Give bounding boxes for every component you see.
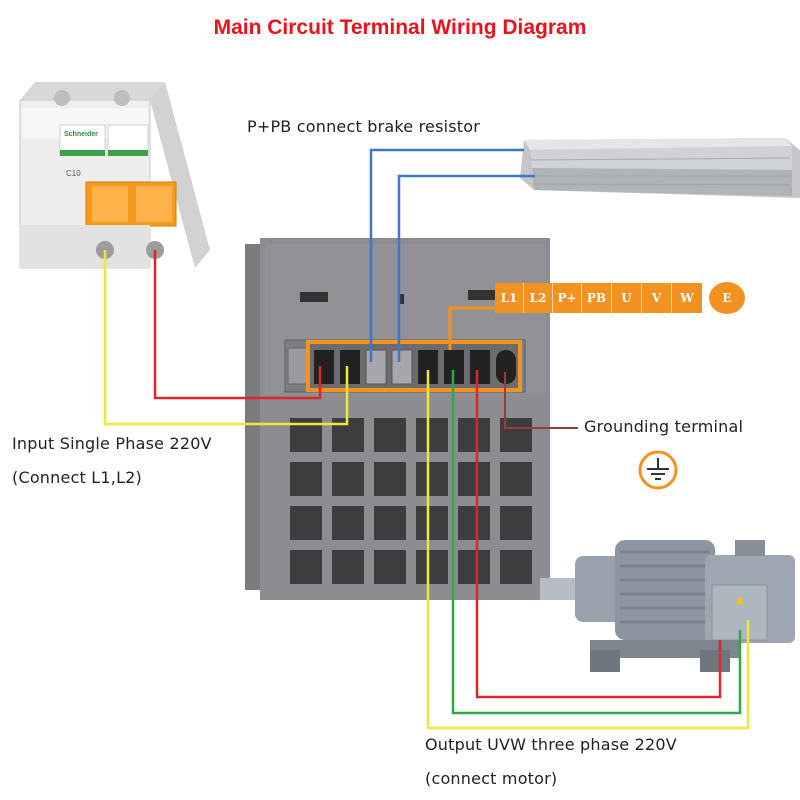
terminal-p-plus: P+ [553, 283, 582, 313]
terminal-pb: PB [582, 283, 612, 313]
svg-text:Schneider: Schneider [64, 131, 98, 138]
grounding-terminal-label: Grounding terminal [584, 417, 744, 436]
terminal-l1: L1 [495, 283, 524, 313]
svg-text:C10: C10 [66, 169, 81, 178]
terminal-e: E [709, 282, 745, 314]
terminal-label-strip: L1 L2 P+ PB U V W [495, 283, 702, 313]
brake-resistor-label: P+PB connect brake resistor [247, 117, 481, 136]
terminal-u: U [612, 283, 642, 313]
diagram-title: Main Circuit Terminal Wiring Diagram [213, 16, 587, 39]
inverter-icon [245, 238, 550, 600]
input-label-line2: (Connect L1,L2) [12, 468, 142, 487]
terminal-v: V [642, 283, 672, 313]
wires [103, 148, 750, 730]
motor-icon [540, 540, 795, 672]
terminal-l2: L2 [524, 283, 553, 313]
input-label-line1: Input Single Phase 220V [12, 434, 212, 453]
terminal-w: W [680, 291, 694, 305]
output-label-line2: (connect motor) [425, 769, 558, 788]
brake-resistor-icon [520, 138, 800, 198]
circuit-breaker-icon: Schneider C10 [19, 82, 210, 269]
ground-symbol-icon [638, 450, 678, 490]
output-label-line1: Output UVW three phase 220V [425, 735, 677, 754]
